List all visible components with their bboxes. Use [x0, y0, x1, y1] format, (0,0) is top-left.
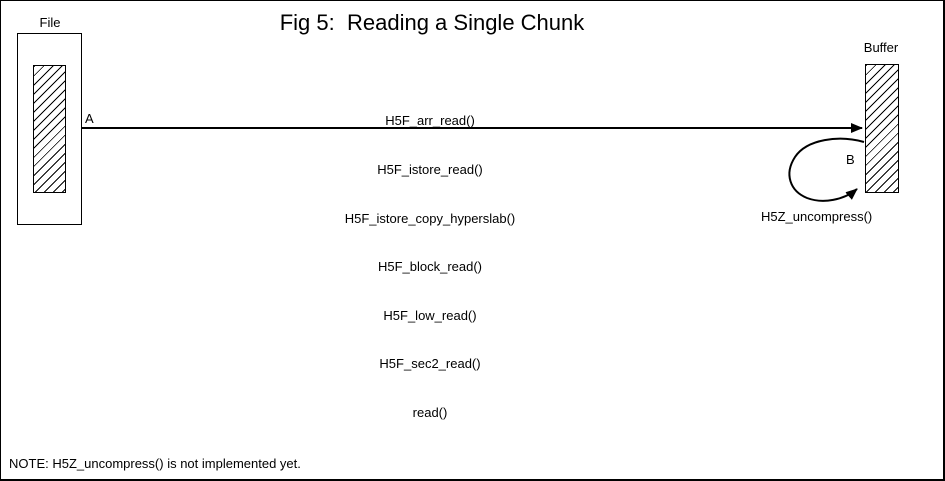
- buffer-label: Buffer: [863, 40, 899, 55]
- uncompress-function-label: H5Z_uncompress(): [761, 209, 873, 224]
- file-chunk-hatched-rect: [33, 65, 66, 193]
- buffer-hatched-rect: [865, 64, 899, 193]
- marker-a-label: A: [85, 111, 94, 126]
- call-stack-line: H5F_low_read(): [383, 307, 477, 323]
- call-stack-line: H5F_arr_read(): [385, 113, 475, 129]
- figure-title: Fig 5: Reading a Single Chunk: [279, 10, 585, 35]
- marker-b-label: B: [846, 152, 855, 167]
- read-call-stack: H5F_arr_read() H5F_istore_read() H5F_ist…: [345, 81, 516, 454]
- call-stack-line: H5F_sec2_read(): [379, 356, 481, 372]
- file-label: File: [39, 15, 61, 30]
- footnote: NOTE: H5Z_uncompress() is not implemente…: [9, 456, 301, 471]
- call-stack-line: read(): [412, 405, 448, 421]
- call-stack-line: H5F_block_read(): [377, 259, 483, 275]
- uncompress-loop-arrow: [788, 137, 865, 202]
- call-stack-line: H5F_istore_read(): [377, 162, 483, 178]
- call-stack-line: H5F_istore_copy_hyperslab(): [344, 210, 516, 226]
